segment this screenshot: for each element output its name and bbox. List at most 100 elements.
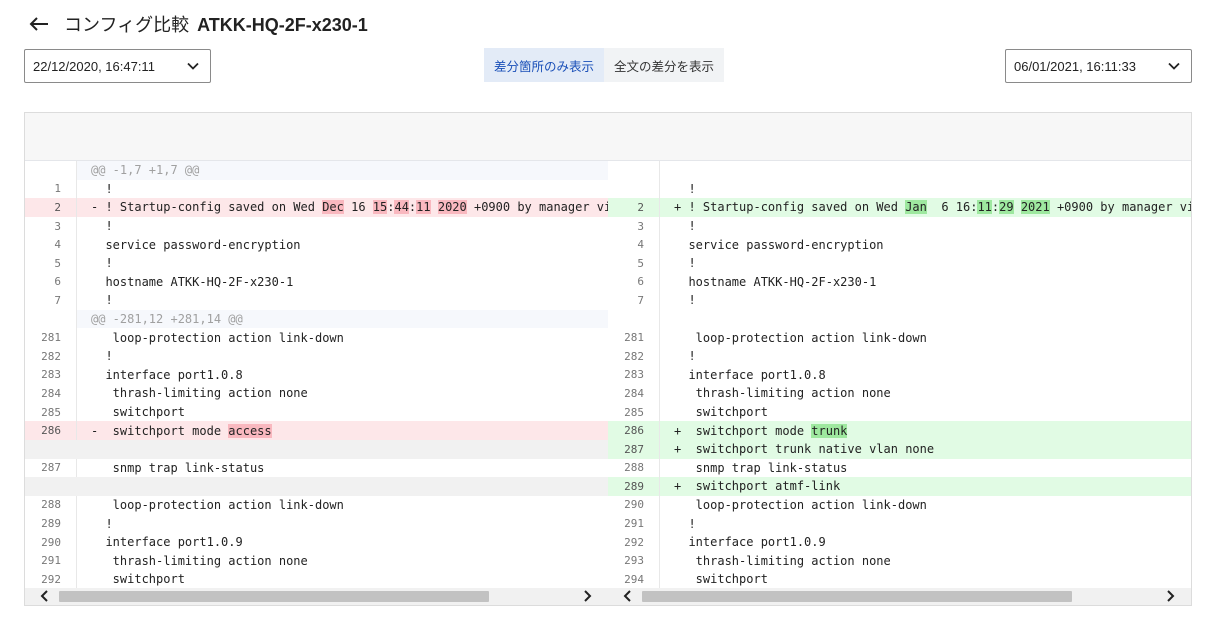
line-code: + ! Startup-config saved on Wed Jan 6 16… [660, 200, 1191, 215]
line-code: thrash-limiting action none [77, 386, 608, 400]
line-code: @@ -1,7 +1,7 @@ [77, 163, 608, 177]
diff-line-added: 286+ switchport mode trunk [608, 421, 1191, 440]
line-code: ! [77, 293, 608, 307]
changed-token: Dec [322, 200, 344, 215]
left-diff-pane[interactable]: @@ -1,7 +1,7 @@1 !2- ! Startup-config sa… [25, 161, 608, 588]
scrollbar-thumb[interactable] [59, 591, 489, 602]
diff-line: 288 loop-protection action link-down [25, 495, 608, 515]
line-code: switchport [660, 572, 1191, 586]
code-text: service password-encryption [674, 237, 884, 252]
line-code: snmp trap link-status [77, 461, 608, 475]
line-code: ! [77, 517, 608, 531]
line-code: ! [660, 517, 1191, 531]
right-horizontal-scrollbar[interactable] [608, 588, 1191, 605]
diff-line: 5 ! [25, 253, 608, 273]
code-text: ! [674, 516, 696, 531]
changed-token: 29 [999, 200, 1014, 215]
code-text: loop-protection action link-down [674, 497, 927, 512]
line-code: ! [77, 349, 608, 363]
line-number: 294 [608, 570, 660, 588]
line-number: 284 [25, 384, 77, 403]
line-number: 289 [608, 477, 660, 496]
code-text: : [408, 200, 417, 215]
full-diff-button[interactable]: 全文の差分を表示 [604, 48, 725, 82]
code-text: ! [91, 256, 113, 271]
line-number: 291 [608, 514, 660, 533]
line-number [608, 179, 660, 199]
code-text: thrash-limiting action none [674, 386, 891, 401]
line-number: 293 [608, 551, 660, 571]
code-text: ! [91, 181, 113, 196]
line-code: ! [660, 256, 1191, 270]
line-code: ! [660, 182, 1191, 196]
diff-line: 293 thrash-limiting action none [608, 551, 1191, 571]
diff-line: 285 switchport [25, 402, 608, 422]
diff-line: 284 thrash-limiting action none [608, 384, 1191, 403]
line-code: - switchport mode access [77, 423, 608, 438]
diff-line: 291 thrash-limiting action none [25, 551, 608, 571]
line-number: 286 [608, 421, 660, 440]
chevron-left-icon[interactable] [622, 590, 634, 602]
line-number: 281 [608, 328, 660, 347]
left-version-select[interactable]: 22/12/2020, 16:47:11 [24, 49, 211, 83]
code-text: loop-protection action link-down [91, 497, 344, 512]
code-text: @@ -281,12 +281,14 @@ [91, 312, 243, 327]
code-text: interface port1.0.8 [674, 367, 826, 382]
line-number: 287 [25, 458, 77, 478]
code-text: : [387, 200, 395, 215]
changed-token: Jan [905, 200, 927, 215]
code-text: ! [91, 293, 113, 308]
diff-line: 3 ! [608, 216, 1191, 236]
line-code: service password-encryption [77, 238, 608, 252]
right-version-select[interactable]: 06/01/2021, 16:11:33 [1005, 49, 1192, 83]
code-text [431, 200, 438, 214]
line-number: 2 [25, 198, 77, 217]
code-text: switchport [674, 405, 768, 420]
line-number: 7 [25, 291, 77, 310]
code-text: switchport [674, 572, 768, 587]
line-code: snmp trap link-status [660, 461, 1191, 475]
arrow-left-icon[interactable] [28, 13, 50, 35]
line-code: service password-encryption [660, 238, 1191, 252]
scrollbar-thumb[interactable] [642, 591, 1072, 602]
left-horizontal-scrollbar[interactable] [25, 588, 608, 605]
right-diff-pane[interactable]: !2+ ! Startup-config saved on Wed Jan 6 … [608, 161, 1191, 588]
diff-line: 281 loop-protection action link-down [25, 328, 608, 347]
code-text: interface port1.0.9 [91, 535, 243, 550]
line-number: 291 [25, 551, 77, 571]
diff-line: 291 ! [608, 514, 1191, 533]
line-number [25, 309, 77, 329]
code-text: interface port1.0.9 [674, 535, 826, 550]
code-text: ! [674, 349, 696, 364]
code-text: ! [674, 256, 696, 271]
code-text: switchport [91, 405, 185, 420]
diff-only-button[interactable]: 差分箇所のみ表示 [484, 48, 605, 82]
diff-line: 5 ! [608, 253, 1191, 273]
line-number: 285 [608, 402, 660, 422]
code-text: 6 16: [926, 200, 978, 215]
chevron-right-icon[interactable] [581, 590, 593, 602]
line-code: ! [77, 182, 608, 196]
line-code: switchport [77, 572, 608, 586]
line-number: 282 [608, 346, 660, 366]
line-number [25, 439, 77, 459]
line-number: 3 [25, 216, 77, 236]
line-number: 284 [608, 384, 660, 403]
line-code: ! [77, 256, 608, 270]
line-number: 285 [25, 402, 77, 422]
code-text: + switchport mode [674, 423, 812, 438]
diff-line: 288 snmp trap link-status [608, 458, 1191, 478]
line-code: @@ -281,12 +281,14 @@ [77, 312, 608, 326]
chevron-left-icon[interactable] [39, 590, 51, 602]
line-number: 283 [608, 365, 660, 385]
page-title-label: コンフィグ比較 [64, 15, 190, 36]
code-text: hostname ATKK-HQ-2F-x230-1 [674, 274, 877, 289]
diff-line-added: 287+ switchport trunk native vlan none [608, 439, 1191, 459]
diff-line-deleted: 2- ! Startup-config saved on Wed Dec 16 … [25, 198, 608, 217]
diff-viewer: @@ -1,7 +1,7 @@1 !2- ! Startup-config sa… [24, 112, 1192, 606]
chevron-right-icon[interactable] [1164, 590, 1176, 602]
line-code: ! [77, 219, 608, 233]
code-text: hostname ATKK-HQ-2F-x230-1 [91, 274, 294, 289]
diff-line: 7 ! [608, 291, 1191, 310]
changed-token: 15 [372, 200, 388, 215]
